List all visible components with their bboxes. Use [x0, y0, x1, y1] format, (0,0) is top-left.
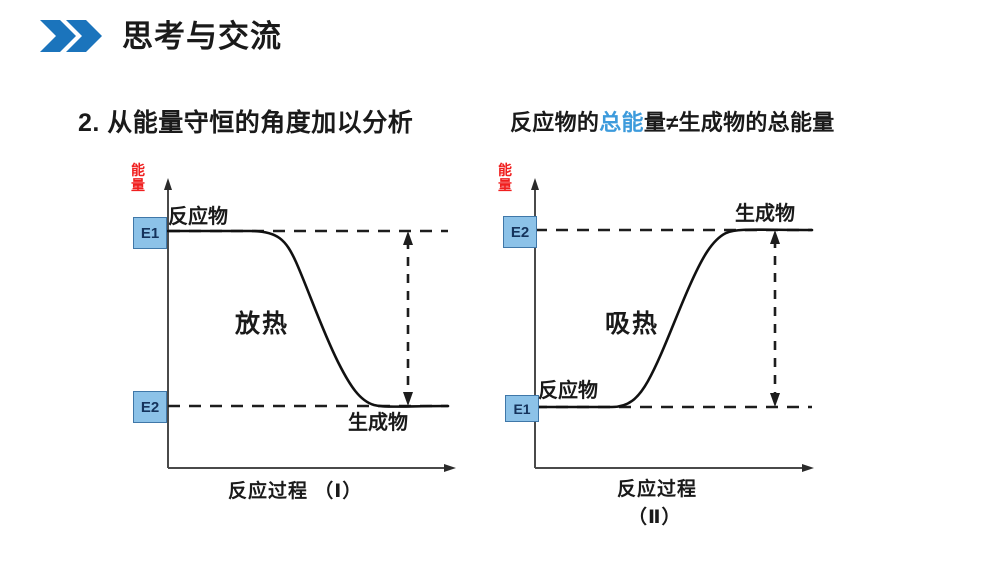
- right-reactant-label: 反应物: [538, 380, 598, 402]
- right-x-axis-label-line1: 反应过程: [617, 479, 698, 500]
- right-x-axis-arrowhead: [802, 464, 814, 472]
- left-energy-difference-arrowhead-up: [403, 231, 413, 245]
- right-process-label: 吸热: [605, 310, 660, 338]
- right-x-axis-label-line2: （Ⅱ）: [628, 507, 682, 528]
- right-y-axis-arrowhead: [531, 178, 539, 190]
- left-y-axis-arrowhead: [164, 178, 172, 190]
- left-process-label: 放热: [235, 310, 290, 338]
- double-chevron-right-icon: [40, 20, 102, 52]
- right-product-label: 生成物: [735, 203, 795, 225]
- left-x-axis-arrowhead: [444, 464, 456, 472]
- left-y-axis-label: 能量: [131, 162, 145, 193]
- right-upper-level-tag: E2: [503, 216, 537, 248]
- left-energy-difference-arrowhead-down: [403, 392, 413, 406]
- right-energy-difference-arrowhead-down: [770, 393, 780, 407]
- left-upper-level-tag: E1: [133, 217, 167, 249]
- slide-header: 思考与交流: [40, 18, 282, 54]
- subheading-right-highlight: 总能: [599, 110, 644, 135]
- right-y-axis-label: 能量: [498, 162, 512, 193]
- subheading-right-part2: 量≠生成物的总能量: [643, 110, 835, 135]
- subheading-left: 2. 从能量守恒的角度加以分析: [78, 109, 414, 137]
- left-reactant-label: 反应物: [168, 206, 228, 228]
- subheading-right: 反应物的总能量≠生成物的总能量: [510, 105, 835, 137]
- subheading-right-part1: 反应物的: [510, 110, 600, 135]
- page-title: 思考与交流: [122, 18, 282, 54]
- left-energy-profile-curve: [166, 229, 450, 408]
- left-lower-level-tag: E2: [133, 391, 167, 423]
- right-lower-level-tag: E1: [505, 395, 539, 422]
- left-product-label: 生成物: [348, 412, 408, 434]
- right-energy-difference-arrowhead-up: [770, 230, 780, 244]
- left-x-axis-label: 反应过程 （Ⅰ）: [228, 481, 363, 502]
